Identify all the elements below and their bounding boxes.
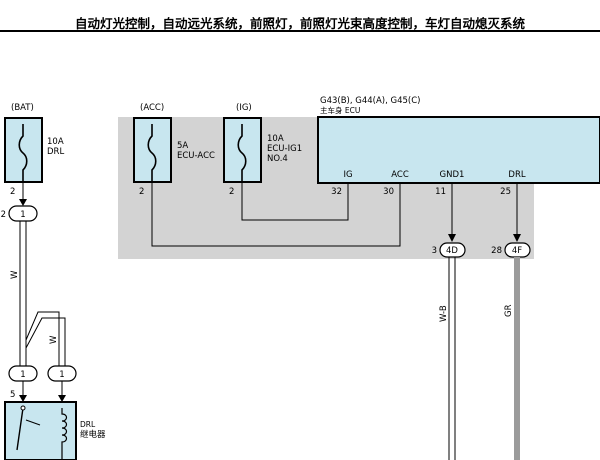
relay-switch-lever xyxy=(25,419,41,426)
drl-relay-box xyxy=(4,401,77,460)
fuse-drl-rating: 10A xyxy=(47,137,64,147)
junction-4f-pin: 28 xyxy=(491,246,502,256)
ecu-pin-ig-number: 32 xyxy=(331,187,342,197)
ecu-name-label: 主车身 ECU xyxy=(320,105,360,115)
relay-pin: 5 xyxy=(10,390,15,400)
ecu-pin-gnd1-label: GND1 xyxy=(440,170,465,180)
fuse-ecu-acc-supply: (ACC) xyxy=(140,103,164,113)
junction-1-top-label: 1 xyxy=(20,210,25,220)
junction-1-left-label: 1 xyxy=(20,370,25,380)
wire-ecu-acc xyxy=(151,182,401,247)
wire-w-branch-b xyxy=(25,317,66,366)
fuse-ecu-ig1-element-icon xyxy=(237,124,247,182)
fuse-ecu-acc-name: ECU-ACC xyxy=(177,151,215,161)
wire-gr xyxy=(514,257,520,460)
junction-4d-label: 4D xyxy=(446,246,458,256)
ecu-connectors-label: G43(B), G44(A), G45(C) xyxy=(320,96,421,106)
junction-1-top-pin: 2 xyxy=(1,210,6,220)
ecu-pin-drl-number: 25 xyxy=(500,187,511,197)
fuse-ecu-ig1-supply: (IG) xyxy=(236,103,252,113)
wire-gr-color: GR xyxy=(504,304,514,317)
title-rule xyxy=(0,30,600,32)
fuse-ecu-acc-rating: 5A xyxy=(177,141,188,151)
junction-4d xyxy=(439,242,466,258)
drl-fuse-arrow-icon xyxy=(19,199,27,206)
fuse-drl-name: DRL xyxy=(47,147,64,157)
ecu-pin-acc-label: ACC xyxy=(391,170,409,180)
fuse-drl-element-icon xyxy=(18,124,28,182)
junction-4d-pin: 3 xyxy=(432,246,437,256)
wire-w2-color: W xyxy=(49,335,59,344)
diagram-title: 自动灯光控制，自动远光系统，前照灯，前照灯光束高度控制，车灯自动熄灭系统 xyxy=(74,16,525,31)
fuse-ecu-ig1-name2: NO.4 xyxy=(267,154,288,164)
wire-wb-color: W-B xyxy=(439,305,449,322)
ecu-pin-drl-label: DRL xyxy=(508,170,525,180)
relay-contact-icon xyxy=(20,405,26,411)
fuse-ecu-acc-element-icon xyxy=(147,124,157,182)
fuse-drl-pin: 2 xyxy=(10,187,15,197)
wire-w1-color: W xyxy=(10,270,20,279)
drl-arrow-icon xyxy=(513,234,521,242)
fuse-ecu-acc-pin: 2 xyxy=(139,187,144,197)
junction-4f-label: 4F xyxy=(512,246,522,256)
relay-coil-icon xyxy=(61,408,68,460)
relay-name2: 继电器 xyxy=(80,429,106,440)
fuse-ecu-ig1-name: ECU-IG1 xyxy=(267,144,302,154)
ecu-pin-ig-label: IG xyxy=(343,170,352,180)
gnd1-arrow-icon xyxy=(448,234,456,242)
ecu-pin-acc-number: 30 xyxy=(383,187,394,197)
relay-left-arrow-icon xyxy=(19,395,27,402)
relay-right-arrow-icon xyxy=(58,395,66,402)
relay-switch-icon xyxy=(16,407,24,451)
junction-1-top xyxy=(8,205,38,222)
relay-name: DRL xyxy=(80,420,96,429)
fuse-ecu-ig1-pin: 2 xyxy=(229,187,234,197)
fuse-ecu-ig1-rating: 10A xyxy=(267,134,284,144)
ecu-body xyxy=(317,116,600,184)
wire-ecu-ig1 xyxy=(241,182,349,221)
wire-w-branch-a xyxy=(25,311,60,366)
fuse-drl-supply: (BAT) xyxy=(11,103,34,113)
ecu-pin-gnd1-number-text: 11 xyxy=(435,187,446,197)
junction-1-right-label: 1 xyxy=(59,370,64,380)
